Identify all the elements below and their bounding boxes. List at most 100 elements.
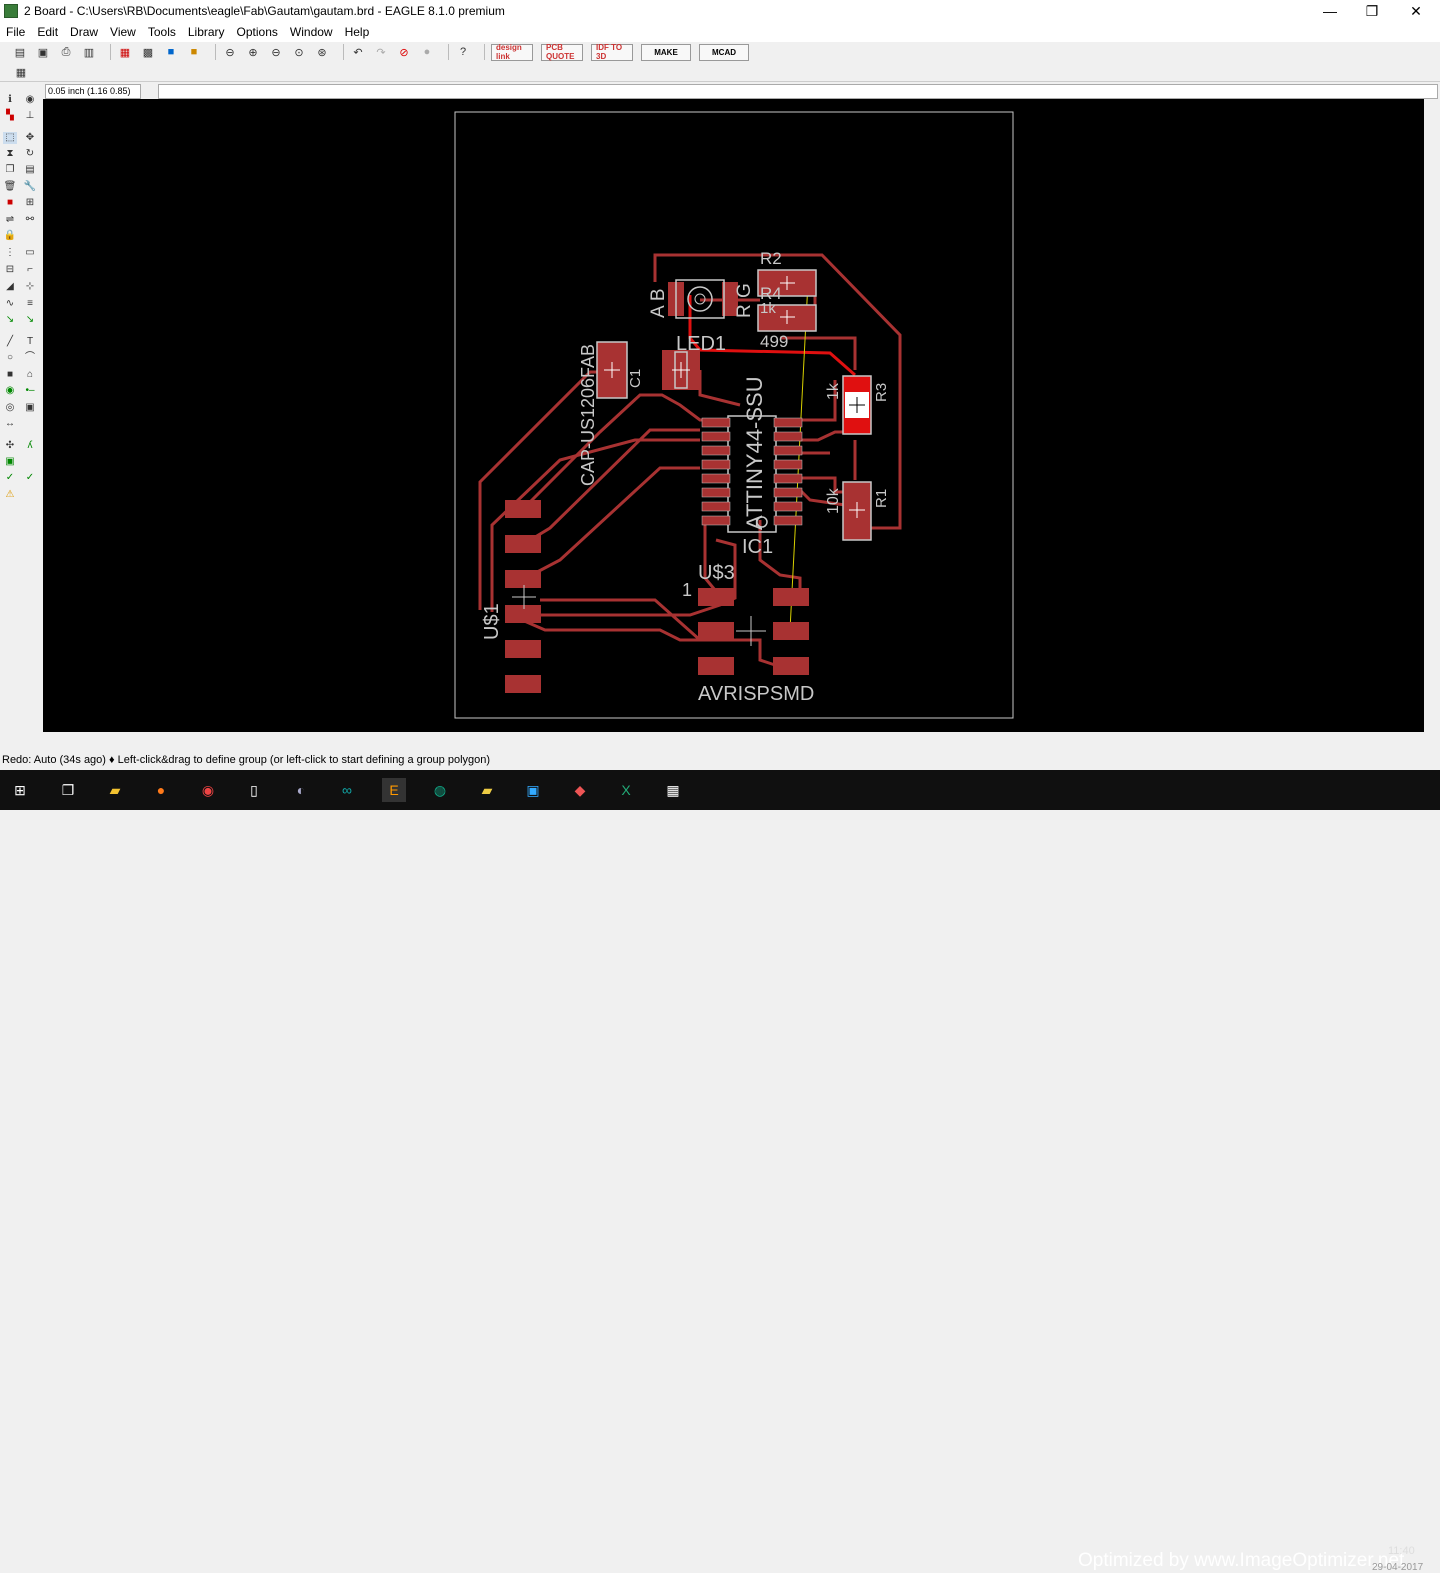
hole-icon[interactable]: ◎ xyxy=(5,402,15,413)
document-icon[interactable]: ▯ xyxy=(250,781,258,798)
ripup-icon[interactable]: ⊹ xyxy=(25,281,35,292)
open-icon[interactable]: ▤ xyxy=(14,46,26,59)
delete-icon[interactable]: 🗑 xyxy=(3,181,17,192)
u1-footprint[interactable] xyxy=(505,500,541,693)
mirror-icon[interactable]: ⧗ xyxy=(6,148,14,159)
r2-footprint[interactable] xyxy=(757,269,817,297)
schematic-icon[interactable]: ▦ xyxy=(119,46,131,59)
menu-edit[interactable]: Edit xyxy=(37,25,59,39)
grid-icon[interactable]: ▦ xyxy=(15,66,27,79)
signal-icon[interactable]: •– xyxy=(25,385,35,396)
stop-icon[interactable]: ⊘ xyxy=(399,46,409,59)
design-link-button[interactable]: design link xyxy=(491,43,533,61)
undo-icon[interactable]: ↶ xyxy=(353,46,363,59)
optimize-icon[interactable]: ⇌ xyxy=(5,214,15,225)
redo-icon[interactable]: ↷ xyxy=(376,46,386,59)
menu-library[interactable]: Library xyxy=(187,25,225,39)
mark-icon[interactable]: ⊥ xyxy=(25,110,35,121)
sticky-notes-icon[interactable]: ▰ xyxy=(481,781,493,798)
menu-window[interactable]: Window xyxy=(289,25,333,39)
chrome-icon[interactable]: ◉ xyxy=(201,781,215,798)
vertical-scrollbar[interactable] xyxy=(1424,99,1440,732)
idf-to-3d-button[interactable]: IDF TO 3D xyxy=(591,43,633,61)
circle-icon[interactable]: ○ xyxy=(6,352,14,363)
auto-icon[interactable]: ʎ xyxy=(27,440,33,451)
maximize-button[interactable]: ❐ xyxy=(1365,2,1379,19)
file-explorer-icon[interactable]: ▰ xyxy=(109,781,121,798)
zoom-in-icon[interactable]: ⊕ xyxy=(248,46,258,59)
menu-options[interactable]: Options xyxy=(236,25,278,39)
wire-icon[interactable]: ╱ xyxy=(6,336,14,347)
via-icon[interactable]: ◉ xyxy=(5,385,15,396)
ratsnest-icon[interactable]: ✣ xyxy=(5,440,15,451)
group-icon[interactable]: ⬚ xyxy=(3,132,17,144)
arduino-icon[interactable]: ∞ xyxy=(342,782,352,798)
erc-icon[interactable]: ▣ xyxy=(5,456,15,467)
menu-draw[interactable]: Draw xyxy=(70,25,99,39)
show-icon[interactable]: ◉ xyxy=(25,94,35,105)
menu-help[interactable]: Help xyxy=(344,25,370,39)
miter-icon[interactable]: ⊟ xyxy=(5,264,15,275)
inkscape-icon[interactable]: ◍ xyxy=(433,781,447,798)
task-view-icon[interactable]: ❐ xyxy=(61,781,75,798)
copy-icon[interactable]: ❐ xyxy=(5,164,15,175)
cam-icon[interactable]: ▥ xyxy=(83,46,95,59)
calculator-icon[interactable]: ▦ xyxy=(666,781,680,798)
excel-icon[interactable]: X xyxy=(621,782,631,798)
c1-footprint[interactable] xyxy=(596,341,700,399)
go-icon[interactable]: ● xyxy=(423,46,431,58)
zoom-select-icon[interactable]: ⊙ xyxy=(294,46,304,59)
ulp-icon[interactable]: ■ xyxy=(167,46,175,58)
r1-footprint[interactable] xyxy=(842,481,872,541)
led1-footprint[interactable] xyxy=(668,279,738,319)
redraw-icon[interactable]: ⊛ xyxy=(317,46,327,59)
script-icon[interactable]: ▩ xyxy=(142,46,154,59)
route-icon[interactable]: ◢ xyxy=(6,281,14,292)
r4-footprint[interactable] xyxy=(757,304,817,332)
drc-icon[interactable]: ✓ xyxy=(25,472,35,483)
attribute-icon[interactable]: ▣ xyxy=(25,402,35,413)
board-canvas[interactable]: R2 R4 1k 499 LED1 A B G R C1 CAP-US1206F… xyxy=(43,99,1424,732)
close-button[interactable]: ✕ xyxy=(1410,2,1422,19)
mcad-button[interactable]: MCAD xyxy=(699,43,749,61)
command-input[interactable] xyxy=(158,84,1438,99)
paste-icon[interactable]: ▤ xyxy=(25,164,35,175)
autoroute-icon[interactable]: ↘ xyxy=(5,314,15,325)
slice-icon[interactable]: ↘ xyxy=(25,314,35,325)
make-button[interactable]: MAKE xyxy=(641,43,691,61)
help-icon[interactable]: ? xyxy=(459,46,467,58)
menu-tools[interactable]: Tools xyxy=(147,25,176,39)
pcb-layout[interactable]: R2 R4 1k 499 LED1 A B G R C1 CAP-US1206F… xyxy=(43,99,1424,732)
save-icon[interactable]: ▣ xyxy=(37,46,49,59)
pcb-quote-button[interactable]: PCB QUOTE xyxy=(541,43,583,61)
avrisp-footprint[interactable] xyxy=(698,588,809,675)
smash-icon[interactable]: ⚯ xyxy=(25,214,35,225)
git-icon[interactable]: ◆ xyxy=(574,781,586,798)
name-icon[interactable]: ⋮ xyxy=(5,247,15,258)
arc-icon[interactable]: ⌒ xyxy=(25,352,35,363)
zoom-fit-icon[interactable]: ⊖ xyxy=(225,46,235,59)
app-icon[interactable]: ▣ xyxy=(526,781,540,798)
meander-icon[interactable]: ∿ xyxy=(5,298,15,309)
rect-icon[interactable]: ■ xyxy=(6,369,14,380)
change-icon[interactable]: 🔧 xyxy=(23,181,37,192)
minimize-button[interactable]: — xyxy=(1323,3,1337,19)
errors-icon[interactable]: ⚠ xyxy=(5,489,15,500)
polygon-icon[interactable]: ⌂ xyxy=(26,369,34,380)
print-icon[interactable]: ⎙ xyxy=(61,45,71,58)
eclipse-icon[interactable]: ◐ xyxy=(296,782,306,798)
replace-icon[interactable]: ■ xyxy=(6,197,14,208)
r3-footprint[interactable] xyxy=(842,375,872,435)
fanout-icon[interactable]: ≡ xyxy=(27,298,33,309)
menu-file[interactable]: File xyxy=(6,25,26,39)
move-icon[interactable]: ✥ xyxy=(25,132,35,143)
windows-start-icon[interactable]: ⊞ xyxy=(14,781,26,798)
horizontal-scrollbar[interactable] xyxy=(43,732,1424,748)
text-icon[interactable]: T xyxy=(26,336,34,347)
split-icon[interactable]: ⊞ xyxy=(25,197,35,208)
lock-icon[interactable]: 🔒 xyxy=(3,230,17,241)
split-wire-icon[interactable]: ⌐ xyxy=(27,264,33,275)
firefox-icon[interactable]: ● xyxy=(156,782,166,798)
erc-check-icon[interactable]: ✓ xyxy=(5,472,15,483)
value-icon[interactable]: ▭ xyxy=(25,247,35,258)
